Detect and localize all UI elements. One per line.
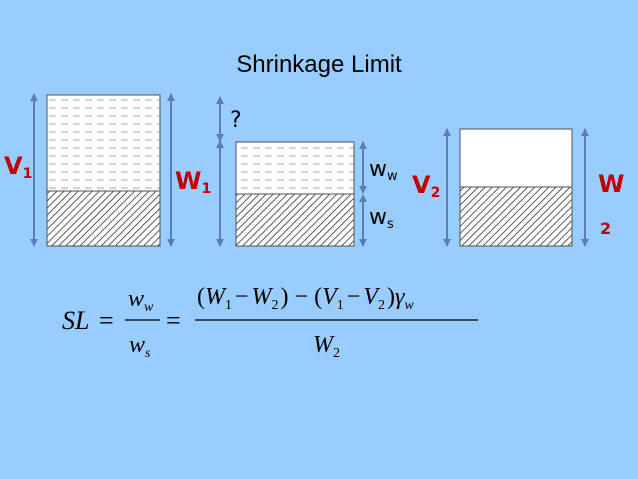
num-V1-sub: 1 (337, 298, 344, 313)
svg-text:ww: ww (369, 157, 398, 184)
frac2-denominator-subscript: 2 (333, 346, 340, 361)
svg-text:ws: ws (369, 205, 394, 232)
sample-3-solid-layer (459, 186, 573, 247)
sample-1-solid-layer (46, 190, 161, 247)
num-W1-sub: 1 (225, 298, 232, 313)
v1-label: V (4, 152, 23, 180)
num-close-paren-1: ) (281, 284, 289, 310)
sample-1-water-layer (46, 94, 161, 192)
w2-label-subscript: 2 (600, 219, 611, 238)
num-V1: V (322, 284, 339, 310)
svg-text:W1: W1 (175, 167, 211, 197)
num-W2-sub: 2 (272, 298, 279, 313)
v1-label-subscript: 1 (23, 166, 33, 182)
frac1-numerator: w (128, 286, 144, 312)
num-W2: W (252, 284, 274, 310)
num-gamma-sub: w (404, 298, 414, 313)
shrinkage-limit-formula: SL = ww ws = (W1−W2)−(V1−V2)γw W2 (62, 284, 478, 361)
svg-text:V1: V1 (4, 152, 32, 182)
num-gamma: γ (395, 284, 405, 310)
ws-label-subscript: s (387, 217, 394, 232)
v2-label-subscript: 2 (431, 185, 441, 201)
svg-text:V2: V2 (412, 171, 440, 201)
frac1-denominator: w (129, 332, 145, 358)
svg-text:ws: ws (129, 332, 151, 361)
ww-label-subscript: w (387, 169, 398, 184)
num-V2: V (363, 284, 380, 310)
formula-equals-1: = (99, 306, 114, 335)
question-mark: ? (230, 108, 242, 133)
num-close-paren-2: ) (387, 284, 395, 310)
ww-label: w (369, 157, 387, 182)
sample-2-solid-layer (235, 193, 355, 247)
num-minus-3: − (347, 284, 361, 310)
sample-3-container (459, 128, 573, 247)
num-open-paren-1: ( (197, 284, 205, 310)
sample-2-water-layer (235, 141, 355, 195)
w1-label-subscript: 1 (201, 181, 211, 197)
ws-label: w (369, 205, 387, 230)
num-V2-sub: 2 (378, 298, 385, 313)
sample-3-void-layer (459, 128, 573, 188)
sample-2-container (235, 141, 355, 247)
svg-text:(W1−W2)−(V1−V2)γw: (W1−W2)−(V1−V2)γw (197, 284, 414, 313)
num-minus-2: − (295, 284, 309, 310)
formula-equals-2: = (166, 306, 181, 335)
num-minus-1: − (235, 284, 249, 310)
v2-label: V (412, 171, 431, 199)
num-W1: W (205, 284, 227, 310)
frac1-numerator-subscript: w (144, 300, 154, 315)
frac2-denominator: W (313, 332, 335, 358)
formula-lhs: SL (62, 306, 89, 335)
sample-1-container (46, 94, 161, 247)
w2-label: W (598, 170, 624, 198)
svg-text:ww: ww (128, 286, 154, 315)
num-open-paren-2: ( (314, 284, 322, 310)
svg-text:W2: W2 (313, 332, 340, 361)
page-title: Shrinkage Limit (236, 51, 402, 78)
frac1-denominator-subscript: s (145, 346, 151, 361)
w1-label: W (175, 167, 201, 195)
